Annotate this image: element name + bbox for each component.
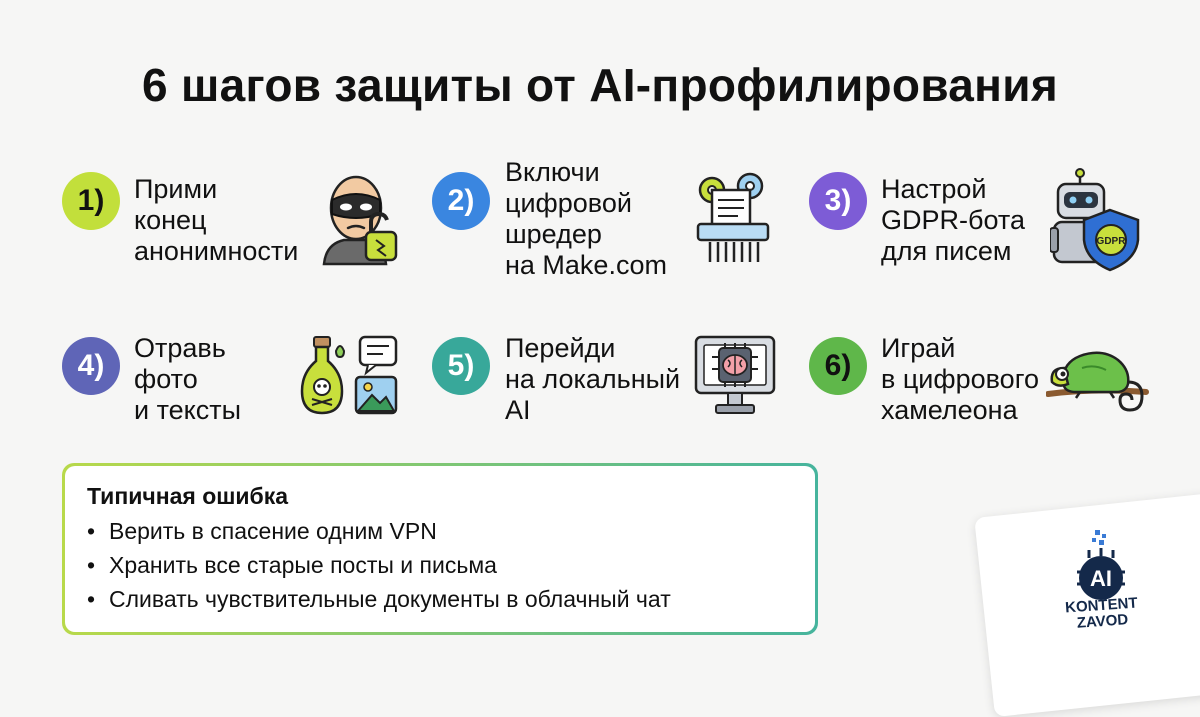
step-number-badge: 2) — [432, 172, 490, 230]
step-number-badge: 3) — [809, 172, 867, 230]
mistake-item: •Сливать чувствительные документы в обла… — [87, 586, 671, 612]
step-text: Отравь фото и тексты — [134, 333, 242, 425]
masked-face-icon — [322, 175, 398, 266]
step-text: Настрой GDPR-бота для писем — [881, 174, 1025, 266]
mistake-item: •Верить в спасение одним VPN — [87, 518, 437, 544]
logo-badge-text: AI — [1090, 566, 1112, 591]
step-text: Перейди на локальный AI — [505, 333, 681, 425]
step-text: Играй в цифрового хамелеона — [881, 333, 1039, 425]
ai-chip-logo-icon: AI — [1077, 530, 1125, 600]
step-number-badge: 6) — [809, 337, 867, 395]
mistake-item: •Хранить все старые посты и письма — [87, 552, 497, 578]
step-number-badge: 5) — [432, 337, 490, 395]
typical-mistake-box: Типичная ошибка •Верить в спасение одним… — [62, 463, 818, 635]
step-text: Прими конец анонимности — [134, 174, 299, 266]
page-title: 6 шагов защиты от AI-профилирования — [142, 59, 1058, 111]
gdpr-robot-icon: GDPR — [1050, 168, 1140, 272]
poison-bottle-icon — [300, 335, 398, 415]
mistake-title: Типичная ошибка — [87, 483, 289, 509]
svg-text:GDPR: GDPR — [1097, 236, 1127, 247]
step-number-badge: 4) — [62, 337, 120, 395]
local-ai-monitor-icon — [694, 335, 776, 414]
step-number-badge: 1) — [62, 172, 120, 230]
step-text: Включи цифровой шредер на Make.com — [505, 157, 667, 280]
shredder-icon — [696, 172, 770, 262]
chameleon-icon — [1046, 351, 1149, 412]
